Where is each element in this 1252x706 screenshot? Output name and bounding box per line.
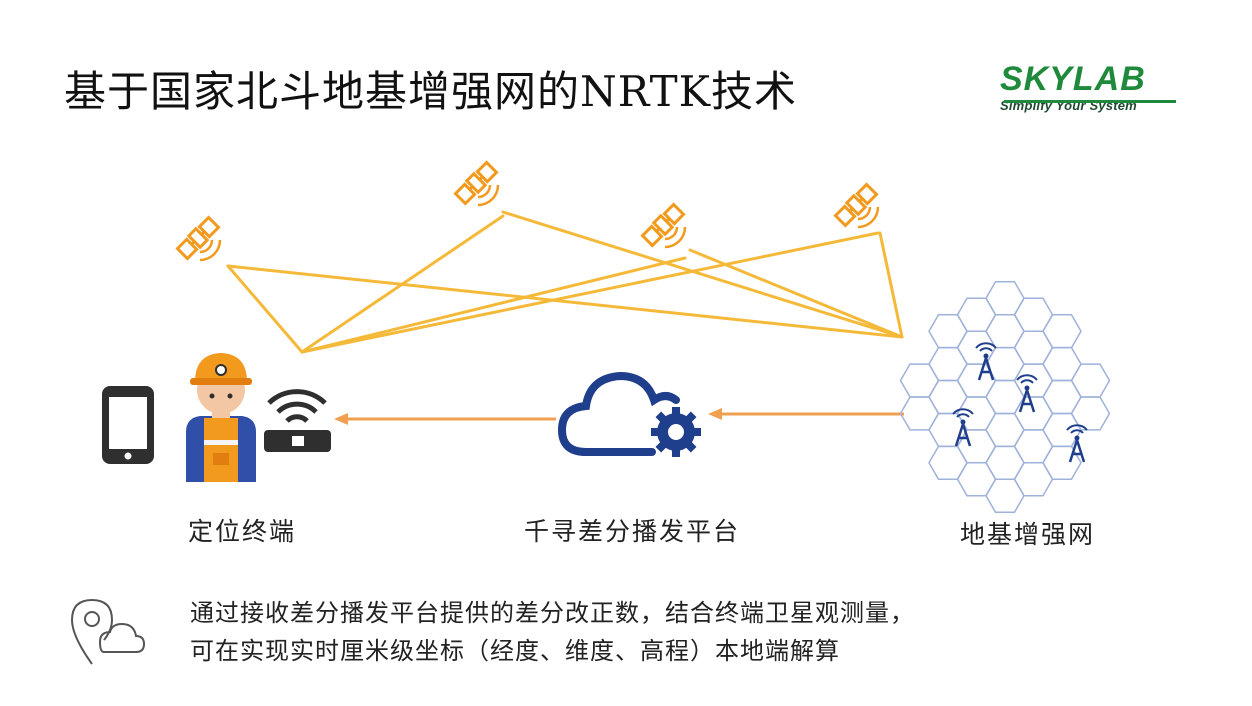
antenna-tower-icon	[976, 343, 996, 380]
wifi-router-icon	[264, 392, 331, 452]
signal-line	[302, 258, 685, 352]
hexagon-cell	[986, 315, 1024, 348]
hexagon-cell	[986, 479, 1024, 512]
location-cloud-icon	[72, 600, 144, 664]
description: 通过接收差分播发平台提供的差分改正数，结合终端卫星观测量， 可在实现实时厘米级坐…	[190, 594, 915, 670]
hexagon-cell	[958, 298, 996, 331]
hexagon-cell	[1015, 397, 1053, 430]
hexagon-cell	[1072, 364, 1110, 397]
hexagon-cell	[986, 381, 1024, 414]
smartphone-icon	[102, 386, 154, 464]
signal-line	[228, 266, 902, 337]
hexagon-cell	[1015, 298, 1053, 331]
description-line: 可在实现实时厘米级坐标（经度、维度、高程）本地端解算	[190, 632, 915, 670]
hexagon-cell	[986, 446, 1024, 479]
hexagon-cell	[929, 315, 967, 348]
hexagon-cell	[1043, 381, 1081, 414]
network-label: 地基增强网	[960, 515, 1095, 551]
hexagon-cell	[1015, 430, 1053, 463]
hexagon-cell	[1043, 446, 1081, 479]
hexagon-cell	[1015, 364, 1053, 397]
satellite-icon	[642, 204, 685, 247]
arrowhead	[708, 408, 722, 420]
signal-line	[690, 250, 902, 337]
hexagon-cell	[986, 414, 1024, 447]
hexagon-cell	[986, 282, 1024, 315]
antenna-tower-icon	[953, 409, 973, 446]
hexagon-cell	[901, 397, 939, 430]
hexagon-cell	[1043, 348, 1081, 381]
signal-line	[503, 212, 902, 337]
satellite-icon	[177, 217, 220, 260]
platform-label: 千寻差分播发平台	[524, 512, 740, 548]
hexagon-cell	[929, 348, 967, 381]
satellite-icon	[835, 184, 878, 227]
hexagon-network-icon	[901, 282, 1110, 512]
signal-line	[228, 266, 302, 352]
flow-arrows	[334, 408, 904, 425]
hexagon-cell	[1015, 331, 1053, 364]
signal-line	[880, 233, 902, 337]
hexagon-cell	[958, 463, 996, 496]
hexagon-cell	[929, 446, 967, 479]
hexagon-cell	[901, 364, 939, 397]
hexagon-cell	[1015, 463, 1053, 496]
arrowhead	[334, 413, 348, 425]
worker-helmet-icon	[186, 353, 256, 482]
signal-lines	[228, 212, 902, 352]
hexagon-cell	[958, 430, 996, 463]
hexagon-cell	[1043, 315, 1081, 348]
terminal-label: 定位终端	[188, 512, 296, 548]
antenna-tower-icon	[1017, 375, 1037, 412]
description-line: 通过接收差分播发平台提供的差分改正数，结合终端卫星观测量，	[190, 594, 915, 632]
satellite-icon	[455, 162, 498, 205]
cloud-gear-icon	[562, 376, 701, 457]
